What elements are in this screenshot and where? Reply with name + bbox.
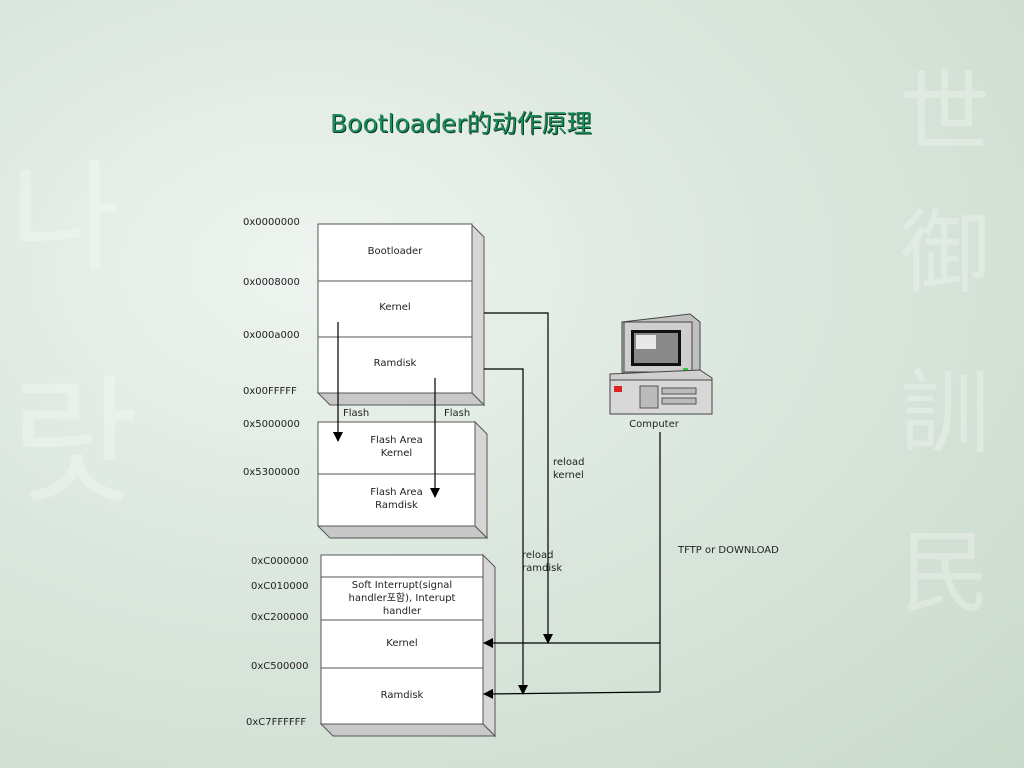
flash-block-label: Kernel [379,302,411,313]
flash-area-stack [316,420,489,540]
flash-memory-stack [316,223,486,407]
flash-area-ramdisk-label: Flash Area Ramdisk [370,487,423,511]
flash-block-ramdisk [317,336,473,394]
ram-kernel-label: Kernel [386,638,418,649]
ram-interrupt-label: Soft Interrupt(signal handler포함), Interu… [348,580,456,617]
tftp-label: TFTP or DOWNLOAD [678,545,779,556]
background-calligraphy: 民 [900,521,990,626]
flash-address: 0x000a000 [243,330,300,341]
ram-address: 0xC000000 [251,556,309,567]
background-calligraphy: 랏 [10,362,139,525]
flash-area-address: 0x5300000 [243,467,300,478]
flash-arrow-label: Flash [444,408,471,419]
ram-block-reserved [320,554,484,578]
reload-kernel-label: reload kernel [553,457,585,481]
flash-address: 0x00FFFFF [243,386,297,397]
flash-area-kernel-label: Flash Area Kernel [370,435,423,459]
flash-block-kernel [317,280,473,338]
ram-ramdisk-label: Ramdisk [380,690,424,701]
ram-address: 0xC7FFFFFF [246,717,307,728]
flash-area-kernel-block [317,421,476,475]
reload-kernel-connector [484,312,553,644]
reload-ramdisk-connector [484,368,528,695]
background-calligraphy: 御 [900,201,990,306]
background-calligraphy: 世 [900,61,990,166]
flash-area-address: 0x5000000 [243,419,300,430]
flash-address: 0x0000000 [243,217,300,228]
background-calligraphy: 訓 [900,361,990,466]
ram-address: 0xC200000 [251,612,309,623]
ram-stack [319,553,497,738]
flash-arrow-label: Flash [343,408,370,419]
flash-address: 0x0008000 [243,277,300,288]
ram-address: 0xC010000 [251,581,309,592]
computer-to-ram-ramdisk-arrow [483,688,661,699]
background-calligraphy: 나 [10,149,121,288]
computer-icon [609,313,713,415]
ram-block-ramdisk [320,667,484,725]
slide-title: Bootloader的动作原理 [330,109,592,138]
ram-block-interrupt [320,576,484,621]
ram-address: 0xC500000 [251,661,309,672]
flash-block-label: Ramdisk [373,358,417,369]
reload-ramdisk-label: reload ramdisk [522,550,563,574]
computer-label: Computer [629,419,679,430]
flash-block-label: Bootloader [367,246,423,257]
flash-area-ramdisk-block [317,473,476,527]
